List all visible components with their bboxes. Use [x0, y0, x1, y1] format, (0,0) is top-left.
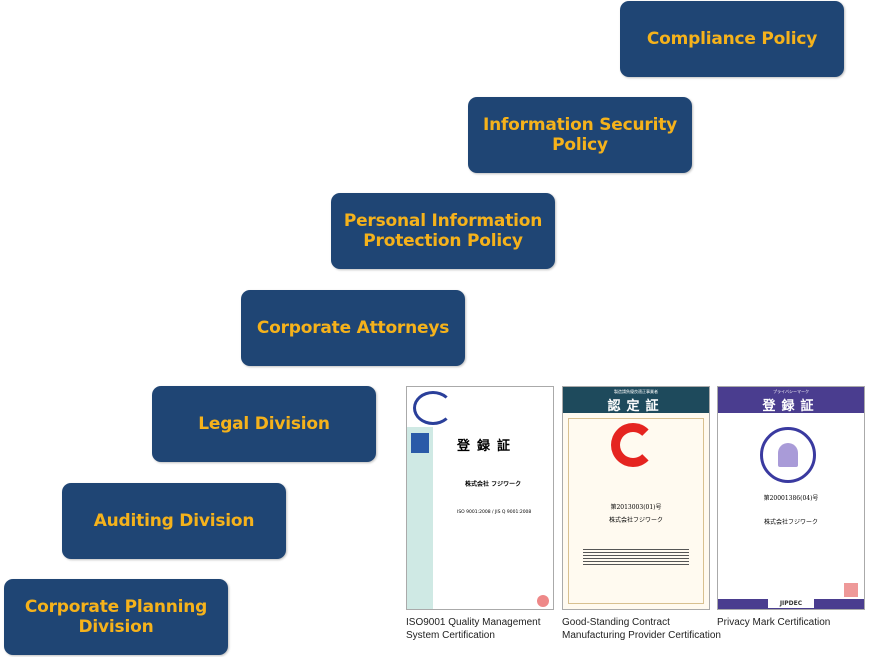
certificate-title: 登録証	[457, 439, 518, 454]
jipdec-label: JIPDEC	[768, 599, 814, 608]
certificate-number: 第2013003(01)号	[610, 504, 662, 511]
caption-line: Good-Standing Contract	[562, 617, 670, 628]
caption-line: System Certification	[406, 630, 495, 641]
compliance-policy-box: Compliance Policy	[620, 1, 844, 77]
certificate-title: 登録証	[762, 399, 820, 414]
caption-line: Manufacturing Provider Certification	[562, 630, 721, 641]
box-label: Personal Information	[343, 211, 543, 231]
jet-logo-icon	[413, 391, 453, 425]
certificate-header: 製造請負優良適正事業者	[614, 389, 658, 394]
iso9001-certificate-image: 登録証 株式会社 フジワーク ISO 9001:2008 / JIS Q 900…	[406, 386, 554, 610]
certificate-company: 株式会社 フジワーク	[465, 481, 522, 488]
certificate-title: 認定証	[607, 399, 665, 414]
box-label: Corporate Planning	[24, 597, 208, 617]
box-label: Auditing Division	[93, 511, 255, 531]
box-label: Compliance Policy	[646, 29, 818, 49]
gj-logo-icon	[611, 423, 655, 467]
box-label: Division	[78, 617, 154, 637]
certificate-company: 株式会社フジワーク	[763, 519, 818, 526]
privacy-mark-logo-icon	[760, 427, 816, 483]
box-label: Protection Policy	[363, 231, 523, 251]
legal-division-box: Legal Division	[152, 386, 376, 462]
auditing-division-box: Auditing Division	[62, 483, 286, 559]
certificate-standard: ISO 9001:2008 / JIS Q 9001:2008	[457, 510, 532, 515]
good-standing-certificate-image: 製造請負優良適正事業者 認定証 第2013003(01)号 株式会社フジワーク	[562, 386, 710, 610]
caption-line: ISO9001 Quality Management	[406, 617, 541, 628]
box-label: Corporate Attorneys	[256, 318, 450, 338]
information-security-policy-box: Information Security Policy	[468, 97, 692, 173]
box-label: Information Security Policy	[482, 115, 678, 155]
certificate-header: プライバシーマーク	[773, 389, 809, 394]
corporate-attorneys-box: Corporate Attorneys	[241, 290, 465, 366]
privacy-mark-caption: Privacy Mark Certification	[717, 616, 830, 629]
certificate-number: 第20001386(04)号	[763, 495, 819, 502]
certificate-company: 株式会社フジワーク	[608, 517, 663, 524]
jab-logo-icon	[411, 433, 429, 453]
caption-line: Privacy Mark Certification	[717, 617, 831, 628]
privacy-mark-certificate-image: プライバシーマーク 登録証 第20001386(04)号 株式会社フジワーク J…	[717, 386, 865, 610]
box-label: Legal Division	[198, 414, 330, 434]
